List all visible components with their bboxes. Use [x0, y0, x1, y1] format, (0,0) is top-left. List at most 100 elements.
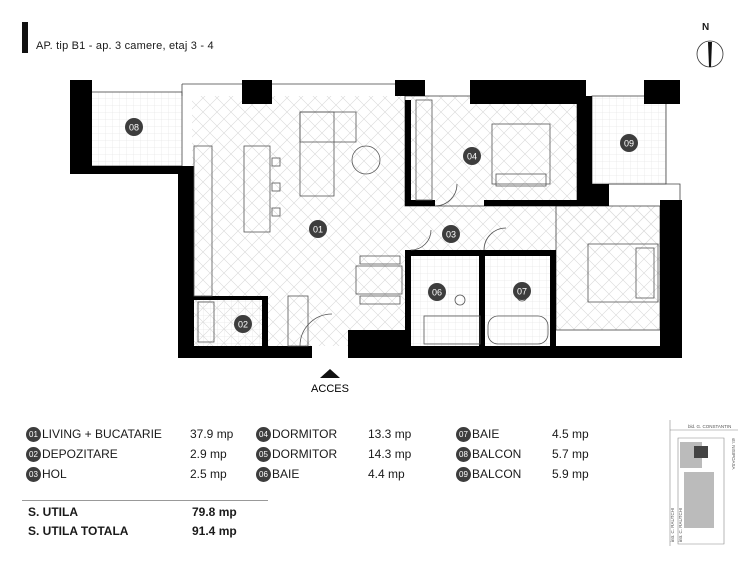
dining-table — [355, 265, 403, 295]
door-swing — [434, 183, 458, 207]
room-badge-08: 08 — [125, 118, 143, 136]
street-label: str. NISIPOASA — [731, 438, 736, 470]
street-label: bld. G. CONSTANTIN — [688, 424, 731, 429]
wall-block — [484, 200, 577, 206]
coffee-table — [351, 145, 381, 175]
dining-chairs — [359, 295, 401, 305]
room-badge-02: 02 — [234, 315, 252, 333]
svg-text:06: 06 — [432, 288, 442, 298]
north-compass-icon — [696, 40, 724, 68]
bedroom-05-floor — [556, 206, 660, 330]
door-swing — [410, 229, 432, 251]
wall-block — [70, 80, 92, 170]
wall-block — [178, 346, 312, 358]
room-number-badge: 01 — [26, 427, 41, 442]
highlighted-building — [694, 446, 708, 458]
entrance-label: ACCES — [311, 383, 349, 395]
useful-area-label: S. UTILA — [28, 505, 78, 519]
bed-05 — [587, 243, 659, 303]
bedroom-04-floor — [405, 96, 577, 206]
room-area: 4.4 mp — [368, 467, 405, 481]
room-area: 5.7 mp — [552, 447, 589, 461]
room-area: 5.9 mp — [552, 467, 589, 481]
entrance-door-swing — [299, 313, 333, 347]
wall-block — [262, 296, 268, 350]
wall-block — [178, 166, 194, 358]
room-badge-06: 06 — [428, 283, 446, 301]
svg-text:04: 04 — [467, 152, 477, 162]
totals-divider — [22, 500, 268, 501]
room-number-badge: 09 — [456, 467, 471, 482]
wall-block — [194, 296, 268, 300]
room-number-badge: 05 — [256, 447, 271, 462]
wardrobe — [415, 99, 433, 201]
wall-block — [70, 166, 182, 174]
room-name: HOL — [42, 467, 67, 481]
room-badge-01: 01 — [309, 220, 327, 238]
wall-block — [348, 346, 682, 358]
room-name: BALCON — [472, 467, 522, 481]
room-number-badge: 04 — [256, 427, 271, 442]
wall-block — [470, 80, 586, 104]
room-area: 37.9 mp — [190, 427, 234, 441]
bar-stool — [271, 157, 281, 167]
cabinet — [287, 295, 309, 347]
wall-block — [577, 96, 592, 206]
room-name: BALCON — [472, 447, 522, 461]
room-badge-04: 04 — [463, 147, 481, 165]
wall-block — [405, 250, 411, 350]
room-area: 2.9 mp — [190, 447, 227, 461]
room-name: BAIE — [472, 427, 500, 441]
room-name: DORMITOR — [272, 447, 338, 461]
wall-block — [348, 330, 406, 346]
wall-block — [395, 80, 425, 96]
street-label: intr. C. RAUTCHI — [678, 508, 683, 542]
bed-04 — [491, 123, 551, 185]
wall-block — [242, 80, 272, 104]
room-area: 13.3 mp — [368, 427, 412, 441]
room-name: DEPOZITARE — [42, 447, 118, 461]
svg-text:03: 03 — [446, 230, 456, 240]
room-number-badge: 08 — [456, 447, 471, 462]
svg-text:02: 02 — [238, 320, 248, 330]
wall-block — [660, 200, 682, 358]
wall-block — [577, 184, 609, 206]
room-number-badge: 03 — [26, 467, 41, 482]
floor-plan: 08 09 04 01 03 06 07 02 ACCES — [70, 80, 682, 395]
storage-shelf — [197, 301, 215, 343]
room-badge-07: 07 — [513, 282, 531, 300]
svg-text:07: 07 — [517, 287, 527, 297]
bathtub — [487, 315, 549, 345]
room-number-badge: 07 — [456, 427, 471, 442]
sofa-chaise — [299, 111, 335, 197]
room-badge-09: 09 — [620, 134, 638, 152]
wall-block — [479, 250, 485, 350]
dining-chairs — [359, 255, 401, 265]
sink — [454, 294, 466, 306]
street-label: intr. C. RAUTCHI — [670, 508, 675, 542]
entrance-arrow-icon — [320, 369, 340, 378]
room-number-badge: 02 — [26, 447, 41, 462]
bath-07-floor — [485, 256, 553, 346]
room-area: 4.5 mp — [552, 427, 589, 441]
svg-text:08: 08 — [129, 123, 139, 133]
wall-block — [405, 100, 411, 206]
wall-block — [405, 200, 435, 206]
bar-stool — [271, 182, 281, 192]
room-area: 14.3 mp — [368, 447, 412, 461]
north-label: N — [702, 22, 710, 33]
room-badge-03: 03 — [442, 225, 460, 243]
wall-block — [644, 80, 680, 104]
room-number-badge: 06 — [256, 467, 271, 482]
total-area-label: S. UTILA TOTALA — [28, 524, 129, 538]
total-area-value: 91.4 mp — [192, 524, 237, 538]
room-name: BAIE — [272, 467, 300, 481]
pillows-05 — [635, 247, 655, 299]
room-name: LIVING + BUCATARIE — [42, 427, 162, 441]
pillows-04 — [495, 173, 547, 187]
title-accent-bar — [22, 22, 28, 53]
location-map: bld. G. CONSTANTIN str. NISIPOASA intr. … — [669, 420, 738, 546]
room-area: 2.5 mp — [190, 467, 227, 481]
useful-area-value: 79.8 mp — [192, 505, 237, 519]
kitchen-counter — [193, 145, 213, 297]
